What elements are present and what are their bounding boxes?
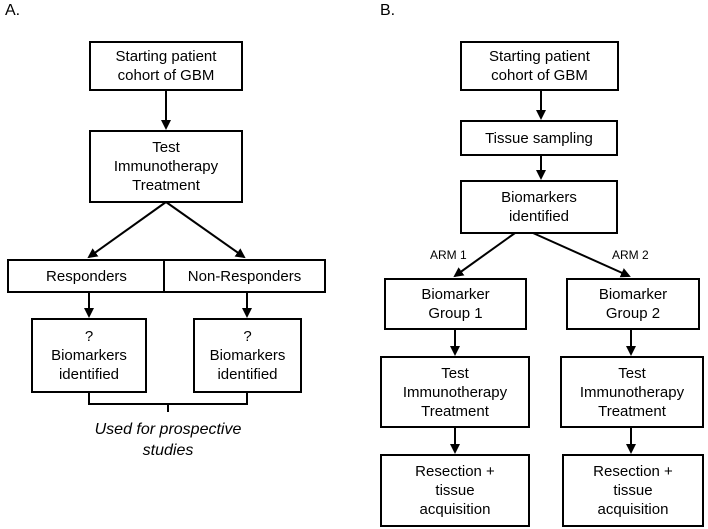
a-start-cohort-box: Starting patient cohort of GBM [89, 41, 243, 91]
b-resection1-line-2: tissue [435, 482, 475, 499]
panel-b-label: B. [380, 2, 396, 19]
b-group2-line-1: Biomarker [598, 286, 668, 303]
b-biomarkers-box: Biomarkers identified [460, 180, 618, 234]
a-biomarkers-right-line-2: Biomarkers [209, 347, 286, 364]
b-treatment1-line-3: Treatment [421, 402, 489, 420]
b-treatment2-line-2: Immunotherapy [579, 383, 685, 401]
b-start-cohort-line-1: Starting patient [489, 48, 590, 65]
b-treatment2-box: Test Immunotherapy Treatment [560, 356, 704, 428]
b-group2-line-2: Group 2 [605, 305, 661, 322]
b-group1-line-2: Group 1 [428, 305, 483, 322]
a-treatment-line-1: Test [152, 139, 180, 156]
a-prospective-note: Used for prospective studies [68, 419, 268, 461]
b-start-cohort-box: Starting patient cohort of GBM [460, 41, 619, 91]
b-arm1-label: ARM 1 [430, 248, 467, 262]
b-resection2-line-1: Resection + [593, 463, 673, 480]
arrow-a-treatment-to-responders [87, 201, 167, 259]
b-arm2-label: ARM 2 [612, 248, 649, 262]
a-responders-label: Responders [46, 267, 127, 285]
a-biomarkers-right-box: ? Biomarkers identified [193, 318, 302, 393]
a-biomarkers-left-line-2: Biomarkers [51, 347, 127, 364]
a-responders-box: Responders [7, 259, 166, 293]
b-treatment1-line-2: Immunotherapy [402, 383, 508, 401]
a-treatment-line-2: Immunotherapy [113, 158, 219, 175]
b-treatment2-line-1: Test [618, 364, 646, 382]
b-resection1-line-1: Resection + [415, 463, 495, 480]
arrow-b-biomarkers-to-group2 [532, 232, 631, 278]
a-biomarkers-left-line-3: identified [58, 366, 120, 383]
a-nonresponders-box: Non-Responders [163, 259, 326, 293]
bracket-a-prospective [88, 393, 248, 412]
a-biomarkers-left-line-1: ? [84, 328, 94, 345]
b-tissue-sampling-box: Tissue sampling [460, 120, 618, 156]
b-treatment2-line-3: Treatment [598, 402, 666, 420]
b-tissue-sampling-label: Tissue sampling [485, 129, 593, 147]
a-prospective-note-line-1: Used for prospective [94, 421, 242, 438]
panel-a-label: A. [5, 2, 21, 19]
arrow-b-biomarkers-to-group1 [453, 232, 516, 278]
a-biomarkers-right-line-1: ? [243, 328, 252, 345]
b-resection1-line-3: acquisition [419, 501, 491, 518]
b-resection2-line-2: tissue [613, 482, 653, 499]
b-resection1-box: Resection + tissue acquisition [380, 454, 530, 527]
b-group1-line-1: Biomarker [421, 286, 490, 303]
b-resection2-box: Resection + tissue acquisition [562, 454, 704, 527]
a-start-cohort-line-2: cohort of GBM [117, 67, 215, 84]
a-treatment-line-3: Treatment [132, 177, 200, 194]
b-resection2-line-3: acquisition [597, 501, 669, 518]
a-biomarkers-right-line-3: identified [217, 366, 278, 383]
b-treatment1-line-1: Test [441, 364, 469, 382]
a-biomarkers-left-box: ? Biomarkers identified [31, 318, 147, 393]
b-group1-box: Biomarker Group 1 [384, 278, 527, 330]
a-treatment-box: Test Immunotherapy Treatment [89, 130, 243, 203]
a-prospective-note-line-2: studies [142, 442, 194, 459]
b-start-cohort-line-2: cohort of GBM [491, 67, 588, 84]
a-nonresponders-label: Non-Responders [187, 267, 302, 285]
a-start-cohort-line-1: Starting patient [115, 48, 217, 65]
b-group2-box: Biomarker Group 2 [566, 278, 700, 330]
b-biomarkers-line-1: Biomarkers [501, 189, 577, 206]
arrow-a-treatment-to-nonresponders [165, 201, 246, 259]
b-treatment1-box: Test Immunotherapy Treatment [380, 356, 530, 428]
b-biomarkers-line-2: identified [508, 208, 570, 225]
